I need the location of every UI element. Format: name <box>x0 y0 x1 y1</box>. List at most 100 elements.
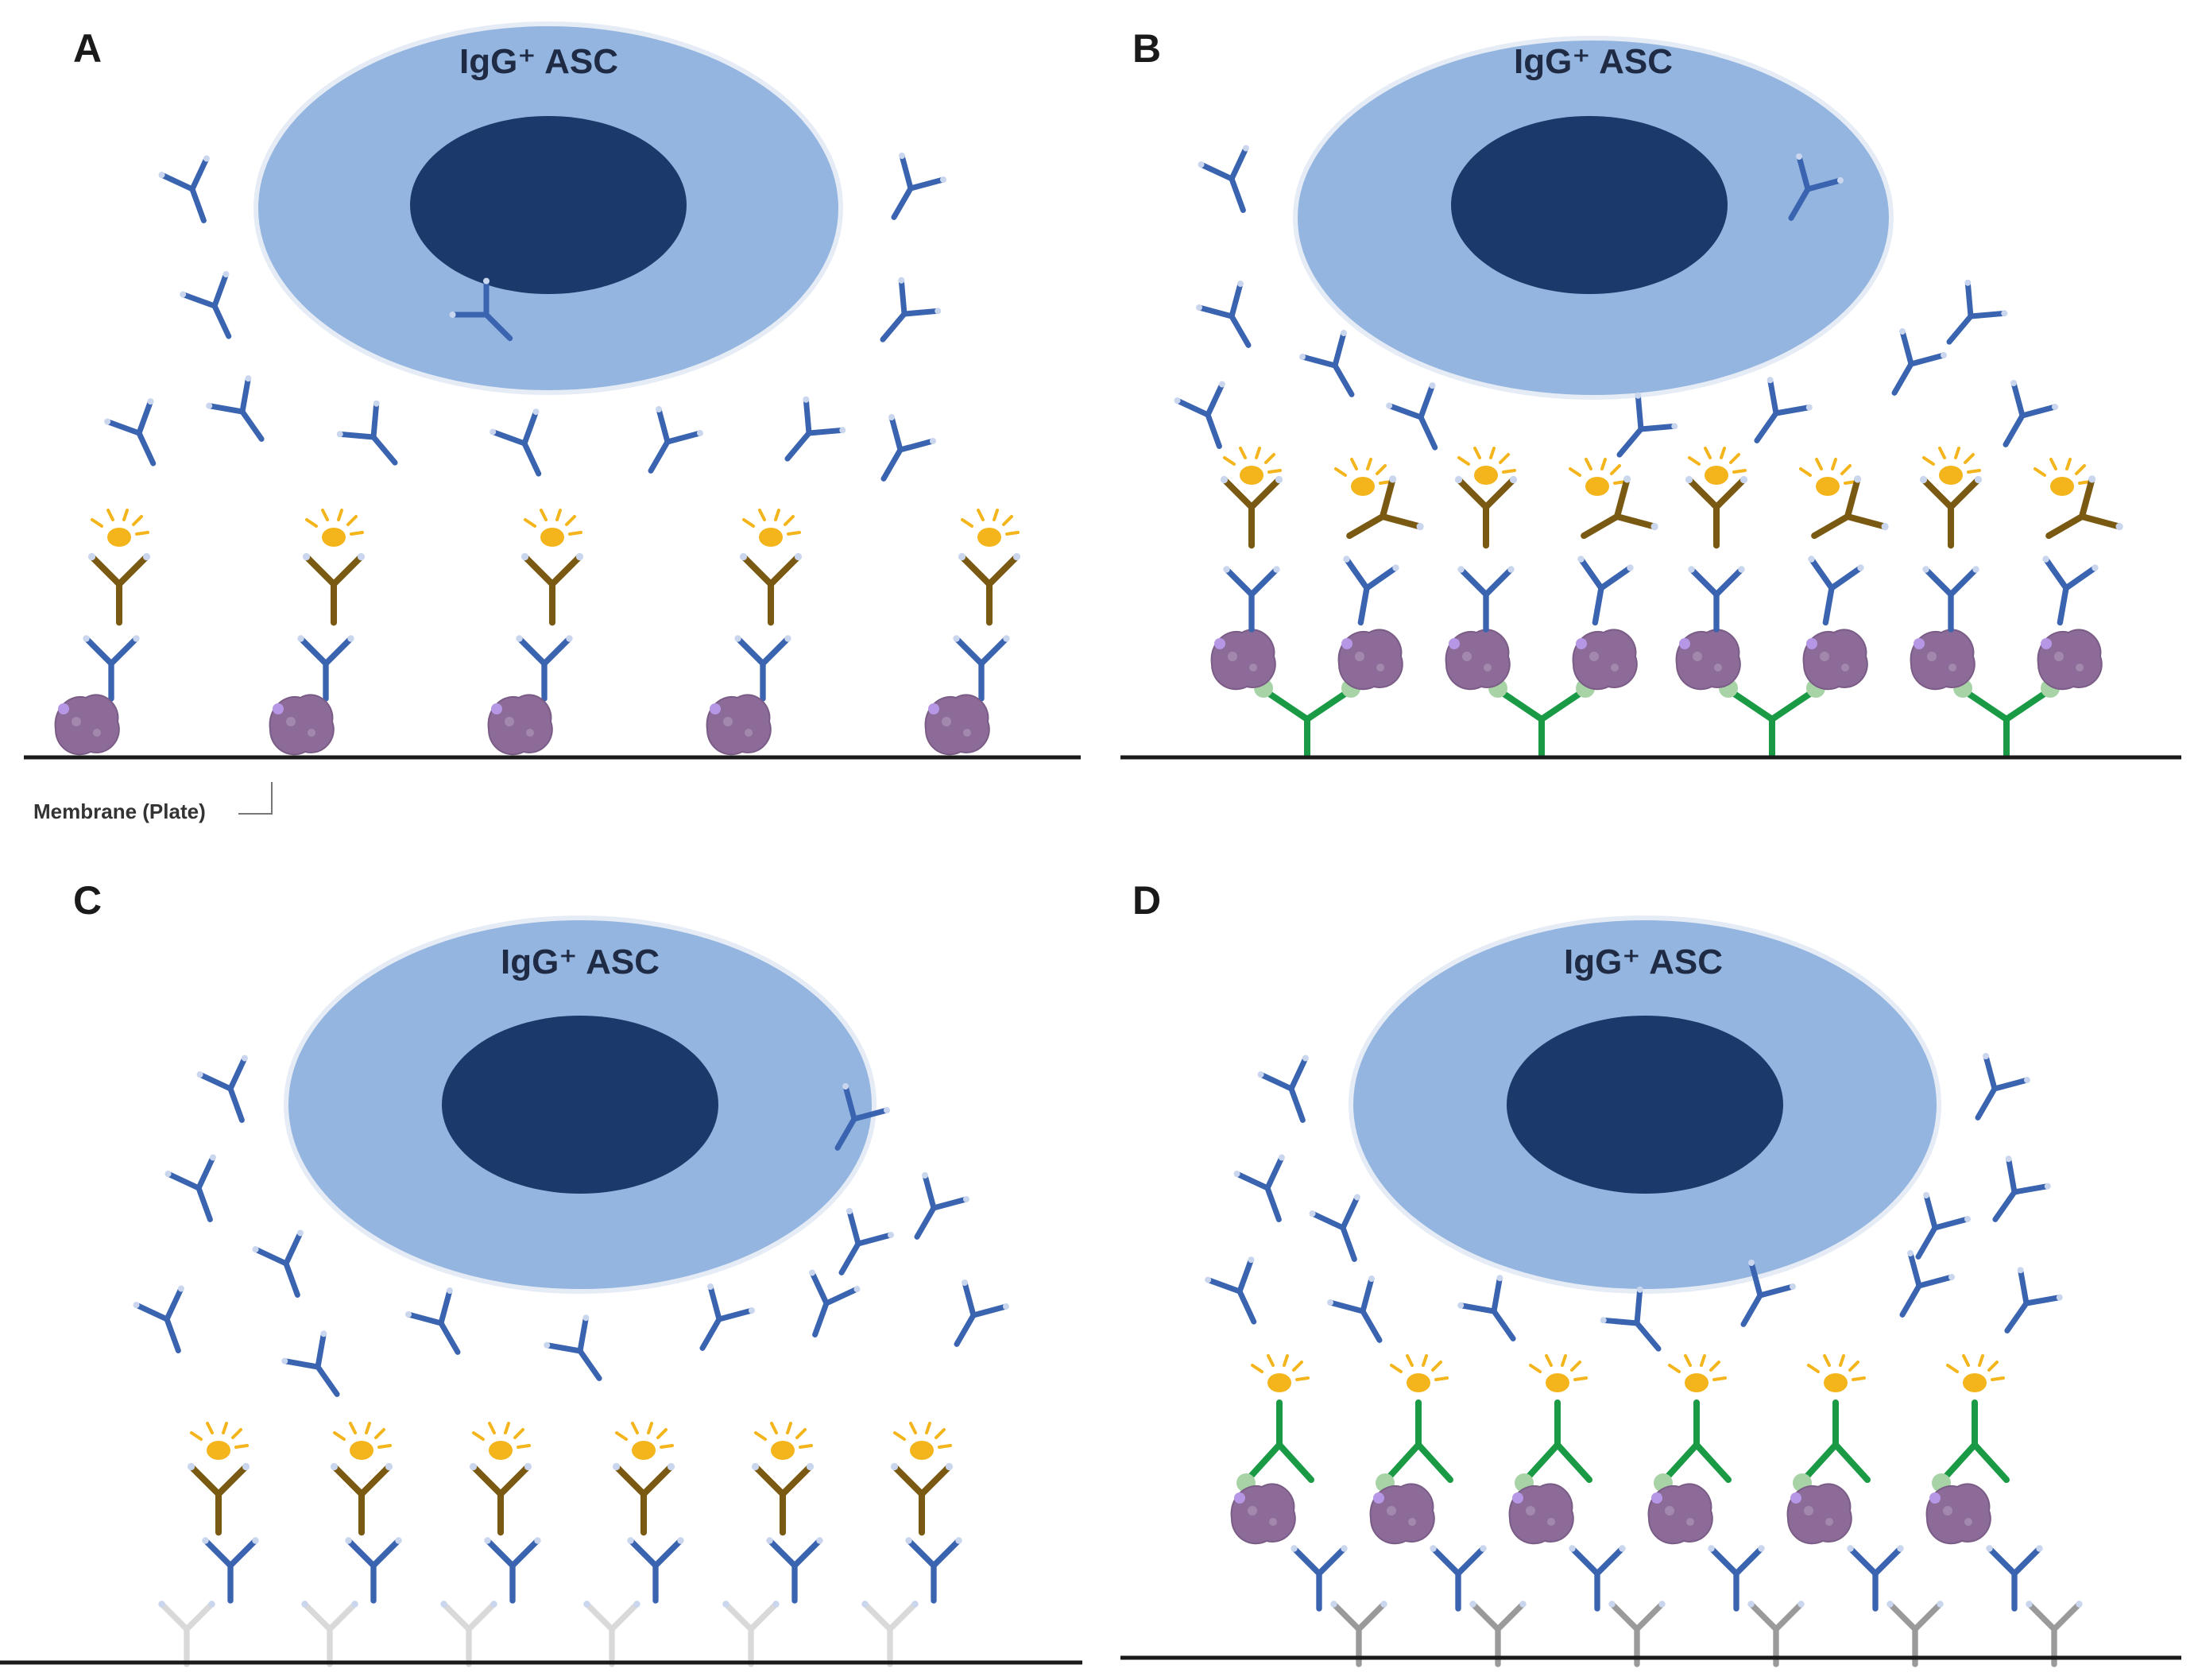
capture-antibody-icon <box>1330 1601 1387 1667</box>
detection-antibody-icon <box>330 1462 393 1536</box>
antibody-icon <box>1257 1055 1309 1123</box>
secreted-antibody-icon <box>1847 1545 1904 1612</box>
secreted-antibody-icon <box>297 635 354 702</box>
cell-nucleus <box>1507 1016 1783 1194</box>
panel-a-molecules <box>54 153 1021 756</box>
capture-antibody-icon <box>301 1601 358 1667</box>
antibody-icon <box>2003 380 2058 447</box>
antibody-icon <box>1327 1275 1383 1343</box>
antibody-icon <box>336 400 398 466</box>
enzyme-burst-icon <box>1922 447 1981 485</box>
antibody-icon <box>1616 392 1678 458</box>
antibody-icon <box>206 375 265 442</box>
capture-antibody-icon <box>1654 1399 1732 1492</box>
capture-antibody-icon <box>1488 679 1595 758</box>
antibody-icon <box>1992 1155 2051 1222</box>
antibody-icon <box>1946 279 2008 345</box>
detection-antibody-icon <box>958 552 1021 626</box>
antibody-icon <box>405 1287 461 1355</box>
panel-letter-c: C <box>73 878 102 923</box>
antibody-icon <box>158 155 210 223</box>
secreted-antibody-icon <box>1577 555 1634 626</box>
enzyme-burst-icon <box>1807 1354 1866 1392</box>
capture-antibody-icon <box>861 1601 919 1667</box>
capture-antibody-icon <box>1515 1399 1592 1492</box>
enzyme-burst-icon <box>190 1422 249 1460</box>
capture-antibody-icon <box>1886 1601 1944 1667</box>
antibody-icon <box>648 406 703 474</box>
antibody-icon <box>196 1055 248 1123</box>
enzyme-burst-icon <box>91 509 149 547</box>
enzyme-burst-icon <box>961 509 1020 547</box>
cell-nucleus <box>1451 116 1728 294</box>
capture-antibody-icon <box>1747 1601 1805 1667</box>
antibody-icon <box>880 277 942 343</box>
antigen-blob-icon <box>1786 1483 1852 1545</box>
secreted-antibody-icon <box>1708 1545 1765 1612</box>
antibody-icon <box>1600 1286 1662 1352</box>
antibody-icon <box>1198 145 1249 213</box>
antibody-icon <box>699 1283 755 1351</box>
antigen-blob-icon <box>1910 629 1975 691</box>
secreted-antibody-icon <box>1688 566 1745 633</box>
plasma-cell-icon <box>284 915 876 1294</box>
enzyme-burst-icon <box>333 1422 392 1460</box>
antibody-icon <box>1915 1192 1971 1260</box>
antibody-icon <box>1788 153 1844 221</box>
plasma-cell-icon <box>1349 915 1941 1294</box>
secreted-antibody-icon <box>1343 555 1399 626</box>
detection-antibody-icon <box>1581 475 1658 540</box>
secreted-antibody-icon <box>1986 1545 2043 1612</box>
antibody-icon <box>1891 328 1947 396</box>
antibody-icon <box>880 414 936 482</box>
secreted-antibody-icon <box>953 635 1010 702</box>
secreted-antibody-icon <box>484 1537 541 1604</box>
panel-letter-a: A <box>73 26 102 71</box>
antibody-icon <box>834 1083 890 1151</box>
antibody-icon <box>891 153 946 220</box>
panel-letter-b: B <box>1132 26 1161 71</box>
antibody-icon <box>1205 1256 1257 1325</box>
detection-antibody-icon <box>2045 475 2123 540</box>
secreted-antibody-icon <box>1430 1545 1487 1612</box>
secreted-antibody-icon <box>1569 1545 1626 1612</box>
panel-c: C IgG⁺ ASC <box>0 878 1082 1667</box>
enzyme-burst-icon <box>1390 1354 1449 1392</box>
enzyme-burst-icon <box>2034 458 2092 496</box>
antibody-icon <box>1174 381 1225 449</box>
secreted-antibody-icon <box>2042 555 2099 626</box>
antibody-icon <box>1899 1250 1955 1318</box>
capture-antibody-icon <box>1608 1601 1666 1667</box>
antibody-icon <box>914 1172 969 1240</box>
antigen-blob-icon <box>1230 1483 1296 1545</box>
cell-nucleus <box>442 1016 718 1194</box>
plasma-cell-icon <box>253 21 843 395</box>
antibody-icon <box>1975 1053 2030 1121</box>
secreted-antibody-icon <box>1922 566 1979 633</box>
detection-antibody-icon <box>1346 475 1424 540</box>
antibody-icon <box>2004 1267 2063 1334</box>
detection-antibody-icon <box>751 1462 815 1536</box>
antibody-icon <box>164 1154 216 1222</box>
cell-label: IgG⁺ ASC <box>459 42 618 81</box>
antigen-blob-icon <box>1210 629 1276 691</box>
membrane-pointer-icon <box>238 782 273 815</box>
membrane-label: Membrane (Plate) <box>33 799 206 823</box>
antigen-blob-icon <box>1445 629 1511 691</box>
cell-label: IgG⁺ ASC <box>1564 943 1723 981</box>
enzyme-burst-icon <box>1223 447 1282 485</box>
enzyme-burst-icon <box>742 509 801 547</box>
antibody-icon <box>133 1285 184 1353</box>
panel-d-molecules <box>1205 1053 2083 1667</box>
capture-antibody-icon <box>1469 1601 1527 1667</box>
enzyme-burst-icon <box>1334 458 1393 496</box>
antigen-blob-icon <box>269 694 335 756</box>
enzyme-burst-icon <box>1668 1354 1727 1392</box>
antibody-icon <box>180 271 232 339</box>
secreted-antibody-icon <box>202 1537 259 1604</box>
antibody-icon <box>1299 330 1355 397</box>
antibody-icon <box>1754 377 1813 443</box>
secreted-antibody-icon <box>1457 566 1515 633</box>
antibody-icon <box>281 1330 340 1397</box>
